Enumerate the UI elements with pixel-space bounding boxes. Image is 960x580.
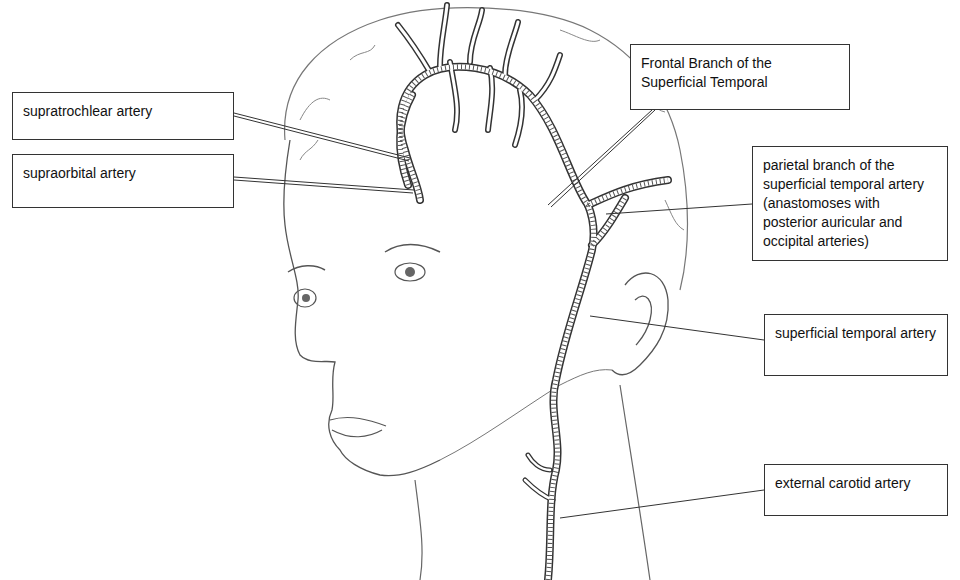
leader-line [234, 177, 414, 193]
artery [525, 455, 553, 500]
lips [330, 418, 386, 437]
artery-label: supratrochlear artery [12, 92, 234, 140]
label-text: Frontal Branch of the Superficial Tempor… [641, 54, 839, 92]
artery [588, 180, 668, 205]
eyebrows [288, 245, 440, 273]
iris [405, 267, 415, 277]
leader-line [234, 113, 410, 161]
artery [588, 180, 668, 205]
artery-label: parietal branch of the superficial tempo… [752, 146, 948, 261]
artery [450, 62, 522, 145]
artery [400, 95, 412, 185]
label-text: supraorbital artery [23, 164, 223, 183]
artery [548, 205, 594, 580]
label-text: superficial temporal artery [775, 324, 937, 343]
leader-line [548, 110, 655, 207]
leader-line [560, 490, 764, 518]
artery-label: supraorbital artery [12, 154, 234, 208]
label-text: supratrochlear artery [23, 102, 223, 121]
artery [398, 5, 560, 100]
iris [302, 294, 310, 302]
artery [548, 205, 594, 580]
artery [525, 455, 553, 500]
artery [592, 198, 625, 245]
neck [415, 385, 650, 580]
leader-line [590, 316, 764, 340]
artery [592, 198, 625, 245]
artery [400, 67, 588, 205]
artery-label: external carotid artery [764, 464, 948, 516]
leader-line [606, 204, 752, 214]
artery-label: superficial temporal artery [764, 314, 948, 376]
hair-outline [285, 8, 688, 290]
label-text: parietal branch of the superficial tempo… [763, 156, 937, 251]
label-text: external carotid artery [775, 474, 937, 493]
artery [588, 180, 668, 205]
artery-fill [398, 5, 668, 580]
artery [450, 62, 522, 145]
ear [612, 273, 668, 375]
artery-label: Frontal Branch of the Superficial Tempor… [630, 44, 850, 110]
artery [400, 67, 588, 205]
artery [398, 5, 560, 100]
eye [294, 289, 316, 307]
jaw-line [440, 370, 612, 460]
artery-texture [400, 67, 668, 580]
eye [395, 263, 425, 281]
artery [548, 205, 594, 580]
artery-outline [398, 5, 668, 580]
leader-lines [234, 110, 764, 518]
artery [592, 198, 625, 245]
